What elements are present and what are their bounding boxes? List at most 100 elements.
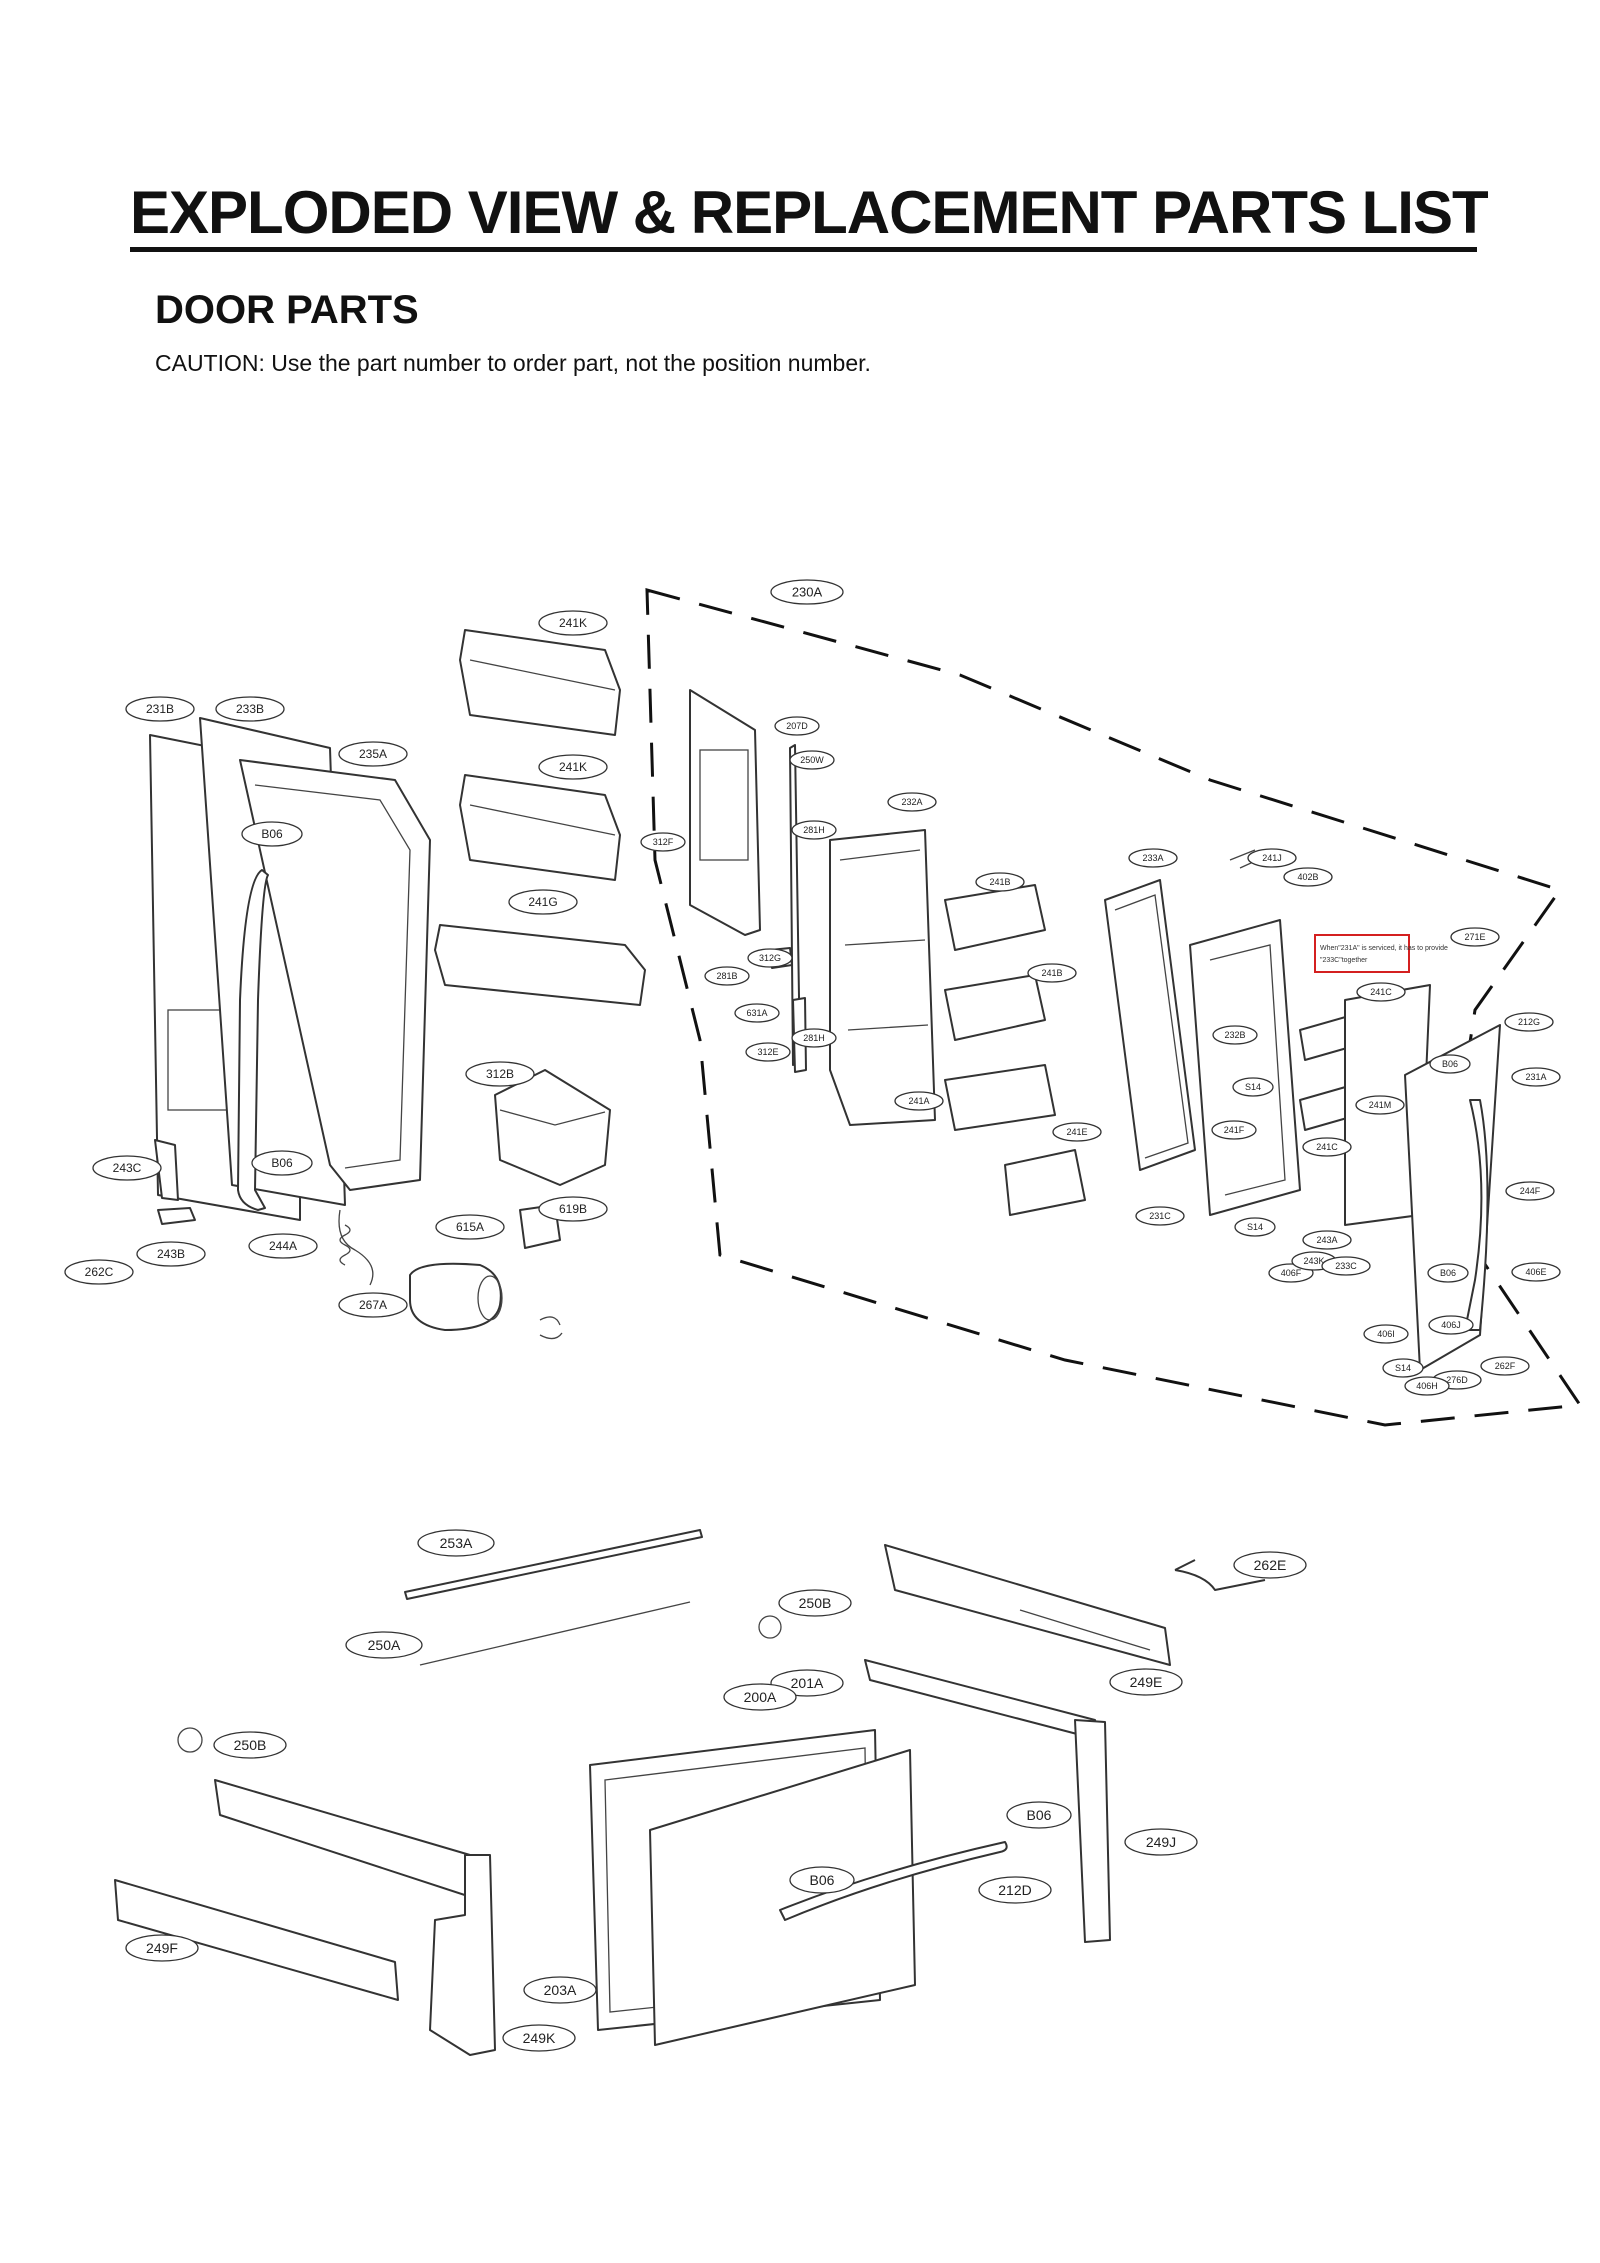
- callout-619b: 619B: [538, 1196, 608, 1222]
- svg-text:233A: 233A: [1142, 853, 1163, 863]
- callout-406j: 406J: [1428, 1315, 1474, 1335]
- callout-241e: 241E: [1052, 1122, 1102, 1142]
- callout-241g: 241G: [508, 889, 578, 915]
- callout-312e: 312E: [745, 1042, 791, 1062]
- svg-text:B06: B06: [271, 1156, 293, 1170]
- callout-233c: 233C: [1321, 1256, 1371, 1276]
- callout-b06-2: B06: [1429, 1054, 1471, 1074]
- callout-281b: 281B: [704, 966, 750, 986]
- callout-281h-1: 281H: [791, 820, 837, 840]
- callout-244f: 244F: [1505, 1181, 1555, 1201]
- svg-text:406E: 406E: [1525, 1267, 1546, 1277]
- right-door-assembly: [1104, 849, 1501, 1371]
- callout-231b: 231B: [125, 696, 195, 722]
- svg-text:250A: 250A: [368, 1637, 401, 1653]
- svg-text:207D: 207D: [786, 721, 808, 731]
- caution-note: CAUTION: Use the part number to order pa…: [155, 350, 871, 376]
- svg-text:241K: 241K: [559, 760, 587, 774]
- svg-text:B06: B06: [810, 1872, 835, 1888]
- callout-200a: 200A: [723, 1683, 797, 1711]
- callout-b06-5: B06: [1006, 1801, 1072, 1829]
- svg-text:200A: 200A: [744, 1689, 777, 1705]
- svg-text:262E: 262E: [1254, 1557, 1287, 1573]
- svg-text:250B: 250B: [234, 1737, 267, 1753]
- svg-text:244A: 244A: [269, 1239, 297, 1253]
- callout-250w: 250W: [789, 750, 835, 770]
- svg-text:631A: 631A: [746, 1008, 767, 1018]
- callout-250b-1: 250B: [778, 1589, 852, 1617]
- callout-249k: 249K: [502, 2024, 576, 2052]
- svg-text:S14: S14: [1395, 1363, 1411, 1373]
- callout-241m: 241M: [1355, 1095, 1405, 1115]
- svg-text:250B: 250B: [799, 1595, 832, 1611]
- callout-406h: 406H: [1404, 1376, 1450, 1396]
- callout-249j: 249J: [1124, 1828, 1198, 1856]
- section-title: DOOR PARTS: [155, 288, 419, 332]
- callout-241k-2: 241K: [538, 754, 608, 780]
- freezer-drawer-assembly: [114, 1529, 1266, 2056]
- svg-text:262F: 262F: [1495, 1361, 1516, 1371]
- svg-text:231C: 231C: [1149, 1211, 1171, 1221]
- svg-text:233C: 233C: [1335, 1261, 1357, 1271]
- callout-207d: 207D: [774, 716, 820, 736]
- svg-text:231B: 231B: [146, 702, 174, 716]
- svg-text:241K: 241K: [559, 616, 587, 630]
- svg-text:249K: 249K: [523, 2030, 556, 2046]
- callout-b06-4: B06: [1427, 1263, 1469, 1283]
- callout-203a: 203A: [523, 1976, 597, 2004]
- callout-267a: 267A: [338, 1292, 408, 1318]
- page-title: EXPLODED VIEW & REPLACEMENT PARTS LIST: [130, 179, 1489, 246]
- door-bins-left: [434, 629, 646, 1006]
- service-note-line2: "233C"together: [1320, 957, 1368, 964]
- callout-241c-1: 241C: [1356, 982, 1406, 1002]
- callout-241k-1: 241K: [538, 610, 608, 636]
- svg-text:281B: 281B: [716, 971, 737, 981]
- callout-233b: 233B: [215, 696, 285, 722]
- svg-text:241B: 241B: [1041, 968, 1062, 978]
- svg-text:312G: 312G: [759, 953, 781, 963]
- svg-text:249J: 249J: [1146, 1834, 1176, 1850]
- callout-212d: 212D: [978, 1876, 1052, 1904]
- callout-b06-1: B06: [241, 821, 303, 847]
- callout-253a: 253A: [417, 1529, 495, 1557]
- svg-text:241B: 241B: [989, 877, 1010, 887]
- svg-text:241C: 241C: [1370, 987, 1392, 997]
- svg-text:243B: 243B: [157, 1247, 185, 1261]
- svg-text:249E: 249E: [1130, 1674, 1163, 1690]
- svg-text:S14: S14: [1247, 1222, 1263, 1232]
- callout-312g: 312G: [747, 948, 793, 968]
- svg-text:212D: 212D: [998, 1882, 1031, 1898]
- callout-402b: 402B: [1283, 867, 1333, 887]
- svg-text:241F: 241F: [1224, 1125, 1245, 1135]
- svg-text:241G: 241G: [528, 895, 557, 909]
- callout-243b: 243B: [136, 1241, 206, 1267]
- svg-text:S14: S14: [1245, 1082, 1261, 1092]
- callout-249e: 249E: [1109, 1668, 1183, 1696]
- callout-271e: 271E: [1450, 927, 1500, 947]
- svg-text:619B: 619B: [559, 1202, 587, 1216]
- svg-text:241A: 241A: [908, 1096, 929, 1106]
- callout-232b: 232B: [1212, 1025, 1258, 1045]
- callout-406e: 406E: [1511, 1262, 1561, 1282]
- svg-text:241M: 241M: [1369, 1100, 1392, 1110]
- callout-b06-6: B06: [789, 1866, 855, 1894]
- svg-text:B06: B06: [1440, 1268, 1456, 1278]
- title-rule: [130, 247, 1477, 252]
- svg-text:B06: B06: [1442, 1059, 1458, 1069]
- callout-262e: 262E: [1233, 1551, 1307, 1579]
- svg-text:402B: 402B: [1297, 872, 1318, 882]
- svg-text:267A: 267A: [359, 1298, 387, 1312]
- callout-262f: 262F: [1480, 1356, 1530, 1376]
- callout-212g: 212G: [1504, 1012, 1554, 1032]
- svg-text:406I: 406I: [1377, 1329, 1395, 1339]
- svg-text:406J: 406J: [1441, 1320, 1461, 1330]
- svg-text:241C: 241C: [1316, 1142, 1338, 1152]
- callout-250a: 250A: [345, 1631, 423, 1659]
- svg-text:235A: 235A: [359, 747, 387, 761]
- svg-text:281H: 281H: [803, 825, 825, 835]
- svg-text:232A: 232A: [901, 797, 922, 807]
- svg-text:233B: 233B: [236, 702, 264, 716]
- callout-232a: 232A: [887, 792, 937, 812]
- callout-241b-1: 241B: [975, 872, 1025, 892]
- callout-615a: 615A: [435, 1214, 505, 1240]
